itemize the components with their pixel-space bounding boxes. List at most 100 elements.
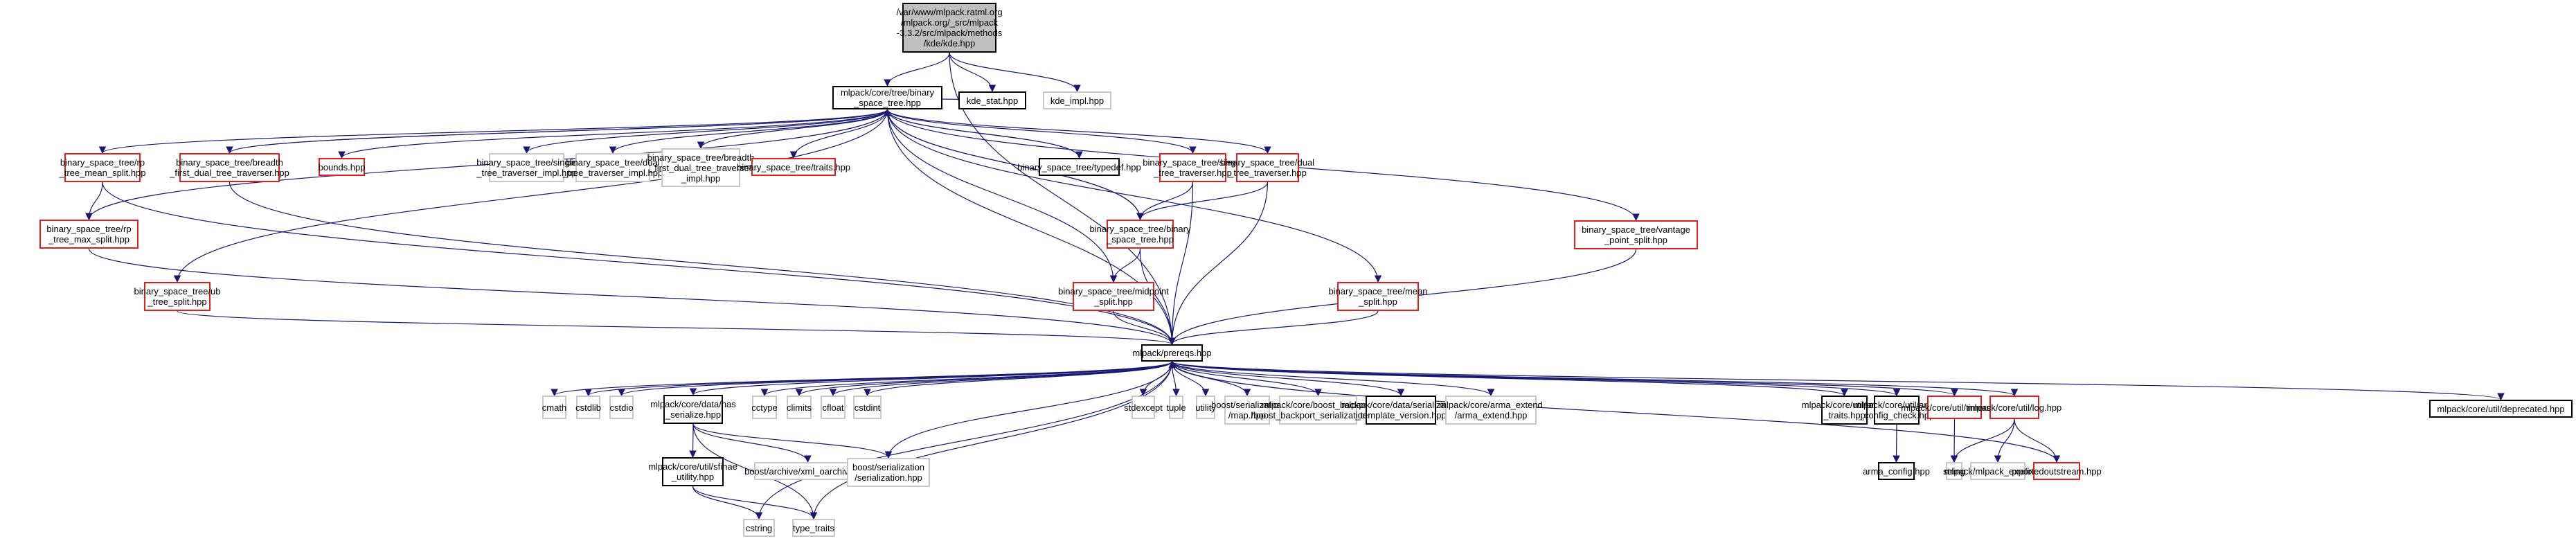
edge-prereqs-to-ser_ser — [884, 361, 1173, 459]
edge-dual_trav-to-bst_bst — [1136, 181, 1269, 221]
node-serialization-map: boost/serialization /map.hpp — [1211, 396, 1283, 425]
node-cfloat: cfloat — [821, 396, 846, 419]
edge-bst-to-bf_dual_impl — [697, 109, 888, 150]
edge-bst-to-prereqs — [886, 109, 1176, 346]
node-vantage-point-split[interactable]: binary_space_tree/vantage _point_split.h… — [1574, 220, 1698, 249]
edge-bst-to-single_impl — [523, 109, 888, 154]
edge-bst-to-mean — [886, 109, 1382, 283]
node-tuple: tuple — [1166, 396, 1186, 419]
node-prefixedoutstream[interactable]: prefixedoutstream.hpp — [2012, 462, 2102, 480]
node-timers[interactable]: mlpack/core/util/timers.hpp — [1901, 396, 2008, 419]
node-ub-tree-split[interactable]: binary_space_tree/ub _tree_split.hpp — [134, 282, 221, 311]
edge-has_ser-to-ser_ser — [692, 423, 893, 459]
node-log[interactable]: mlpack/core/util/log.hpp — [1967, 396, 2061, 419]
edge-prereqs-to-backport — [1171, 361, 1322, 397]
edge-bst-to-dual_impl — [609, 109, 888, 154]
edge-prereqs-to-cstdint — [864, 361, 1173, 397]
node-serialization-template-version[interactable]: mlpack/core/data/serialization _template… — [1341, 396, 1460, 425]
node-mean-split[interactable]: binary_space_tree/mean _split.hpp — [1328, 282, 1428, 311]
edge-bf_dual-to-bst — [229, 108, 891, 154]
edge-prereqs-to-cstdlib — [584, 361, 1173, 397]
edge-prefixed-to-prereqs — [1168, 360, 2057, 463]
node-rp-tree-mean-split[interactable]: binary_space_tree/rp _tree_mean_split.hp… — [59, 153, 146, 182]
node-boost-backport-serialization: mlpack/core/boost_backport /boost_backpo… — [1251, 396, 1385, 425]
node-arma-config[interactable]: arma_config.hpp — [1863, 462, 1930, 480]
node-root-kde-hpp[interactable]: /var/www/mlpack.ratml.org /mlpack.org/_s… — [896, 3, 1003, 53]
edge-bst-to-rp_max — [85, 109, 888, 221]
node-arma-config-check[interactable]: mlpack/core/util/arma _config_check.hpp — [1854, 396, 1940, 425]
edge-prereqs-to-deprecated — [1171, 361, 2505, 401]
edge-has_ser-to-type_traits — [692, 423, 818, 520]
edge-sfinae-to-cstring — [692, 486, 763, 520]
node-has-serialize[interactable]: mlpack/core/data/has _serialize.hpp — [650, 395, 736, 424]
node-kde-stat[interactable]: kde_stat.hpp — [958, 91, 1026, 109]
node-bounds[interactable]: bounds.hpp — [319, 158, 365, 176]
edge-bst-to-traits — [789, 109, 888, 159]
edge-typedef-to-bst — [884, 108, 1080, 159]
node-xml-oarchive: boost/archive/xml_oarchive.hpp — [744, 462, 871, 480]
node-bst-binary-space-tree[interactable]: binary_space_tree/binary _space_tree.hpp — [1090, 220, 1191, 249]
edge-prereqs-to-arma_cc — [1171, 361, 1900, 397]
edge-bst-to-ub — [173, 109, 888, 283]
edge-has_ser-to-xml_oarch — [692, 423, 812, 463]
node-cstdio: cstdio — [609, 396, 634, 419]
edge-prereqs-to-cstring — [755, 361, 1173, 520]
edge-has_ser-to-sfinae — [689, 423, 697, 459]
edge-log-to-string — [1950, 418, 2015, 463]
edge-single_trav-to-prereqs — [1168, 181, 1194, 346]
node-mlpack-export: mlpack/mlpack_export.hpp — [1944, 462, 2051, 480]
node-traits[interactable]: binary_space_tree/traits.hpp — [737, 158, 850, 176]
edge-log-to-export — [1994, 418, 2015, 463]
node-breadth-first-dual-tree-traverser[interactable]: binary_space_tree/breadth _first_dual_tr… — [170, 153, 289, 182]
node-type-traits: type_traits — [792, 519, 835, 537]
node-midpoint-split[interactable]: binary_space_tree/midpoint _split.hpp — [1058, 282, 1169, 311]
node-cctype: cctype — [751, 396, 778, 419]
node-arma-traits[interactable]: mlpack/core/util/arma _traits.hpp — [1802, 396, 1887, 425]
edge-bf_dual-to-prereqs — [229, 181, 1176, 346]
node-stdexcept: stdexcept — [1124, 396, 1163, 419]
node-cstdlib: cstdlib — [575, 396, 601, 419]
node-utility: utility — [1195, 396, 1216, 419]
node-serialization-serialization: boost/serialization /serialization.hpp — [847, 458, 930, 487]
node-dual-tree-traverser-impl: binary_space_tree/dual _tree_traverser_i… — [563, 153, 663, 182]
edge-prereqs-to-arma_ext — [1171, 361, 1495, 397]
edge-root-to-kde_stat — [949, 52, 996, 93]
node-typedef[interactable]: binary_space_tree/typedef.hpp — [1017, 158, 1141, 176]
edge-bst-to-rp_mean — [98, 109, 888, 154]
edge-timers-to-string — [1950, 418, 1958, 463]
node-sfinae-utility[interactable]: mlpack/core/util/sfinae _utility.hpp — [648, 457, 737, 486]
edge-prereqs-to-type_traits — [810, 361, 1173, 520]
edge-prereqs-to-ser_tv — [1171, 361, 1405, 397]
edge-bst-to-dual_trav — [886, 109, 1271, 154]
node-string: string — [1943, 462, 1965, 480]
edge-ub-to-prereqs — [177, 310, 1176, 346]
node-kde-impl: kde_impl.hpp — [1043, 91, 1111, 109]
edge-bst_bst-to-bst — [884, 108, 1141, 220]
edge-bst-to-single_trav — [886, 109, 1197, 154]
edge-prereqs-to-log — [1171, 361, 2018, 397]
node-prereqs[interactable]: mlpack/prereqs.hpp — [1132, 344, 1212, 362]
edge-rp_max-to-prereqs — [88, 248, 1176, 346]
edge-prereqs-to-has_ser — [689, 361, 1173, 396]
edge-mean-to-prereqs — [1168, 310, 1379, 346]
node-cstring: cstring — [743, 519, 775, 537]
node-deprecated[interactable]: mlpack/core/util/deprecated.hpp — [2429, 400, 2573, 418]
edge-bst-to-bounds — [338, 109, 888, 159]
edge-dual_trav-to-prereqs — [1168, 181, 1269, 346]
node-rp-tree-max-split[interactable]: binary_space_tree/rp _tree_max_split.hpp — [39, 220, 138, 249]
node-cmath: cmath — [542, 396, 566, 419]
node-dual-tree-traverser[interactable]: binary_space_tree/dual _tree_traverser.h… — [1221, 153, 1314, 182]
edge-root-to-bst — [884, 52, 950, 87]
edge-sfinae-to-type_traits — [692, 486, 818, 520]
edge-bst-to-midpoint — [886, 109, 1118, 283]
edges-layer — [85, 52, 2505, 520]
node-single-tree-traverser[interactable]: binary_space_tree/single _tree_traverser… — [1143, 153, 1243, 182]
node-arma-extend: mlpack/core/arma_extend /arma_extend.hpp — [1439, 396, 1543, 425]
edge-root-to-kde_impl — [949, 52, 1081, 93]
node-binary-space-tree[interactable]: mlpack/core/tree/binary _space_tree.hpp — [832, 86, 942, 109]
edge-log-to-prefixed — [2014, 418, 2061, 463]
edge-single_trav-to-bst_bst — [1136, 181, 1194, 221]
node-cstdint: cstdint — [853, 396, 882, 419]
edge-rp_mean-to-rp_max — [85, 181, 103, 221]
